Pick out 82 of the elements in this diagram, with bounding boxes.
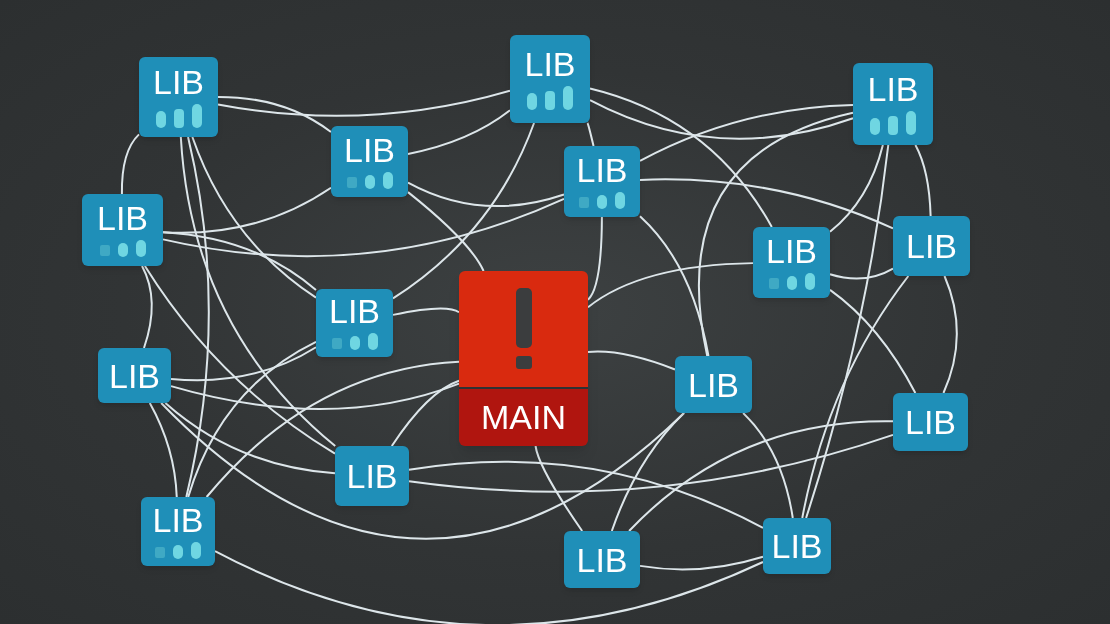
connector-line <box>148 402 178 498</box>
connector-line <box>407 109 511 155</box>
connector-line <box>185 136 210 498</box>
connector-line <box>829 144 884 233</box>
node-label: LIB <box>867 72 919 106</box>
connector-line <box>805 144 890 519</box>
connector-line <box>801 275 910 519</box>
library-box <box>331 126 408 197</box>
connector-line <box>587 350 676 371</box>
library-box <box>139 57 218 137</box>
node-label: LIB <box>108 358 160 393</box>
node-label: LIB <box>687 367 739 402</box>
connector-line <box>120 133 140 195</box>
node-label: LIB <box>771 529 823 563</box>
connector-line <box>829 288 917 394</box>
library-box <box>893 393 968 451</box>
connector-line <box>628 420 894 532</box>
library-box <box>98 348 171 403</box>
connector-line <box>187 340 317 498</box>
node-label: MAIN <box>481 400 566 435</box>
connector-line <box>390 379 460 447</box>
node-label: LIB <box>328 294 380 328</box>
node-label: LIB <box>765 233 817 268</box>
library-box <box>82 194 163 266</box>
connector-line <box>179 136 337 447</box>
node-label: LIB <box>524 47 576 81</box>
connector-line <box>160 402 686 540</box>
connector-line <box>164 402 336 475</box>
connector-line <box>214 550 764 624</box>
connector-line <box>914 144 932 217</box>
main-module-card <box>459 271 588 446</box>
connector-line <box>408 433 894 493</box>
connector-line <box>829 267 894 280</box>
connector-line <box>639 555 764 571</box>
connector-line <box>217 95 332 133</box>
connector-line <box>162 231 317 291</box>
connector-line <box>639 215 710 357</box>
library-box <box>564 146 640 217</box>
node-label: LIB <box>576 542 628 577</box>
node-label: LIB <box>343 132 395 167</box>
library-box <box>564 531 640 588</box>
connector-line <box>141 265 153 349</box>
connector-line <box>170 346 317 382</box>
node-label: LIB <box>905 229 957 263</box>
connector-line <box>587 262 754 309</box>
connector-line <box>217 89 511 117</box>
library-box <box>675 356 752 413</box>
connector-line <box>407 191 485 272</box>
connector-line <box>589 87 773 228</box>
library-box <box>893 216 970 276</box>
library-box <box>510 35 590 123</box>
connector-line <box>408 460 764 529</box>
connector-line <box>191 136 317 299</box>
connector-line <box>407 181 565 208</box>
connector-line <box>162 197 565 258</box>
node-label: LIB <box>904 405 956 439</box>
node-label: LIB <box>346 459 398 493</box>
library-box <box>853 63 933 145</box>
connector-line <box>586 122 595 147</box>
connector-line <box>610 412 685 532</box>
connector-line <box>392 122 536 300</box>
connector-line <box>639 104 854 162</box>
library-box <box>316 289 393 357</box>
node-label: LIB <box>152 65 204 99</box>
connector-line <box>742 412 794 519</box>
connector-line <box>587 216 603 301</box>
connector-line <box>639 178 894 230</box>
node-label: LIB <box>576 152 628 187</box>
connector-line <box>589 99 854 140</box>
node-label: LIB <box>152 502 204 537</box>
library-box <box>335 446 409 506</box>
connector-line <box>392 307 460 316</box>
library-box <box>753 227 830 298</box>
connector-line <box>143 265 336 455</box>
connector-line <box>205 360 460 498</box>
connector-line <box>534 445 584 532</box>
connector-line <box>942 275 958 394</box>
connector-line <box>698 111 854 357</box>
library-box <box>763 518 831 574</box>
library-box <box>141 497 215 566</box>
node-label: LIB <box>96 201 148 235</box>
connector-line <box>170 382 460 410</box>
